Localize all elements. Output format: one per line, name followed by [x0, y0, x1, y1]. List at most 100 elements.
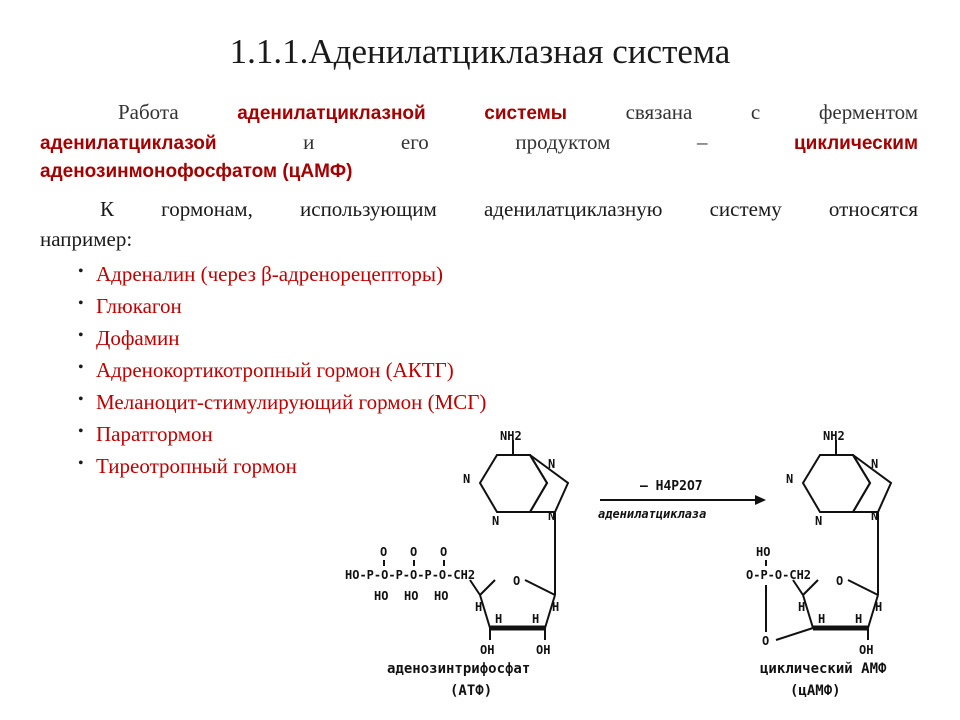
hormone-name: Глюкагон	[96, 294, 182, 318]
reaction-arrow: – H4P2O7 аденилатциклаза	[598, 479, 766, 521]
atp-n-label: N	[548, 509, 555, 523]
atp-name: аденозинтрифосфат	[387, 661, 530, 677]
camp-nh2-label: NH2	[823, 429, 845, 443]
atp-labels: NH2 N N N N O H H H H OH OH O O O HO-P-O…	[345, 429, 559, 657]
intro-line-3: аденозинмонофосфатом (цАМФ)	[40, 161, 353, 182]
list-item: • Меланоцит-стимулирующий гормон (МСГ)	[78, 387, 486, 419]
atp-abbr: (АТФ)	[450, 683, 492, 699]
camp-pyrimidine-ring	[801, 454, 872, 513]
intro-term: аденилатциклазой	[40, 133, 217, 154]
atp-n-label: N	[463, 472, 470, 486]
camp-cyclic-bond	[775, 627, 814, 641]
camp-phosphate: O-P-O-CH2	[746, 568, 811, 582]
list-item: • Глюкагон	[78, 291, 486, 323]
intro-word: –	[696, 130, 708, 154]
intro-word: Работа	[118, 100, 179, 124]
atp-oh-label: HO	[404, 589, 418, 603]
bullet-icon: •	[78, 423, 84, 440]
atp-ring-bond	[479, 594, 491, 629]
intro-word: связана	[625, 100, 693, 124]
camp-o-label: O	[836, 574, 843, 588]
intro-word: его	[400, 130, 429, 154]
atp-structure	[383, 440, 570, 640]
bullet-icon: •	[78, 327, 84, 344]
atp-nh2-label: NH2	[500, 429, 522, 443]
arrow-head-icon	[755, 495, 766, 505]
camp-ring-bond	[802, 594, 814, 629]
hormone-name: Адренокортикотропный гормон (АКТГ)	[96, 358, 454, 382]
atp-o-label: O	[440, 545, 447, 559]
intro-term: аденилатциклазной	[237, 103, 426, 124]
camp-abbr: (цАМФ)	[790, 683, 841, 699]
hormone-name: Адреналин (через β-адренорецепторы)	[96, 262, 443, 286]
camp-caption: циклический АМФ (цАМФ)	[760, 661, 887, 699]
atp-h-label: H	[475, 600, 482, 614]
atp-o-label: O	[380, 545, 387, 559]
arrow-top-label: – H4P2O7	[640, 479, 703, 494]
camp-ring-bond	[802, 579, 819, 596]
atp-oh-label: HO	[374, 589, 388, 603]
atp-pyrimidine-ring	[478, 454, 549, 513]
intro-word: и	[303, 130, 315, 154]
camp-imidazole-ring	[851, 454, 893, 513]
hormone-name: Тиреотропный гормон	[96, 454, 297, 478]
intro-line-1: Работа аденилатциклазной системы связана…	[40, 97, 918, 127]
camp-ring-bond	[847, 579, 879, 596]
list-item: • Адреналин (через β-адренорецепторы)	[78, 259, 486, 291]
atp-oh-label: OH	[536, 643, 550, 657]
atp-ring-bond	[524, 579, 556, 596]
camp-ring-bond	[867, 594, 879, 629]
bullet-icon: •	[78, 263, 84, 280]
page-title: 1.1.1.Аденилатциклазная система	[229, 32, 731, 71]
hormone-name: Меланоцит-стимулирующий гормон (МСГ)	[96, 390, 487, 414]
arrow-bottom-label: аденилатциклаза	[598, 507, 706, 521]
hormones-intro-line-2: например:	[40, 227, 133, 251]
atp-oh-label: HO	[434, 589, 448, 603]
intro-word: с	[750, 100, 761, 124]
hormones-intro-line-1: К гормонам, использующим аденилатциклазн…	[100, 197, 918, 221]
camp-name: циклический АМФ	[760, 661, 887, 677]
intro-word: ферментом	[818, 100, 919, 124]
intro-paragraph: Работа аденилатциклазной системы связана…	[40, 97, 918, 187]
list-item: • Тиреотропный гормон	[78, 451, 486, 483]
list-item: • Адренокортикотропный гормон (АКТГ)	[78, 355, 486, 387]
intro-word: продуктом	[515, 130, 611, 154]
atp-imidazole-ring	[528, 454, 570, 513]
camp-h-label: H	[798, 600, 805, 614]
atp-phosphate-chain: HO-P-O-P-O-P-O-CH2	[345, 568, 475, 582]
list-item: •Паратгормон	[78, 419, 486, 451]
atp-o-label: O	[513, 574, 520, 588]
bullet-icon: •	[78, 455, 84, 472]
bullet-icon: •	[78, 295, 84, 312]
intro-line-2: аденилатциклазой и его продуктом – цикли…	[40, 127, 918, 157]
atp-ch2-bond	[469, 579, 481, 596]
atp-ring-bond	[479, 579, 496, 596]
camp-labels: NH2 N N N N O H H H H OH HO O-P-O-CH2 O	[746, 429, 882, 657]
atp-n-label: N	[548, 457, 555, 471]
camp-h-label: H	[818, 612, 825, 626]
hormone-name: Дофамин	[96, 326, 180, 350]
camp-h-label: H	[855, 612, 862, 626]
atp-h-label: H	[552, 600, 559, 614]
camp-ch2-bond	[792, 579, 804, 596]
intro-term: системы	[484, 103, 567, 124]
hormone-list: • Адреналин (через β-адренорецепторы) • Гл…	[78, 259, 486, 483]
camp-h-label: H	[875, 600, 882, 614]
atp-n-label: N	[492, 514, 499, 528]
atp-caption: аденозинтрифосфат (АТФ)	[387, 661, 530, 699]
list-item: • Дофамин	[78, 323, 486, 355]
bullet-icon: •	[78, 391, 84, 408]
intro-term: циклическим	[793, 133, 918, 154]
atp-ring-bond	[544, 594, 556, 629]
bullet-icon: •	[78, 359, 84, 376]
hormones-intro: К гормонам, использующим аденилатциклазн…	[40, 194, 918, 254]
atp-o-label: O	[410, 545, 417, 559]
camp-o-label: O	[762, 634, 769, 648]
camp-n-label: N	[871, 509, 878, 523]
camp-structure	[765, 440, 893, 641]
atp-h-label: H	[495, 612, 502, 626]
camp-n-label: N	[871, 457, 878, 471]
camp-n-label: N	[815, 514, 822, 528]
camp-oh-label: OH	[859, 643, 873, 657]
